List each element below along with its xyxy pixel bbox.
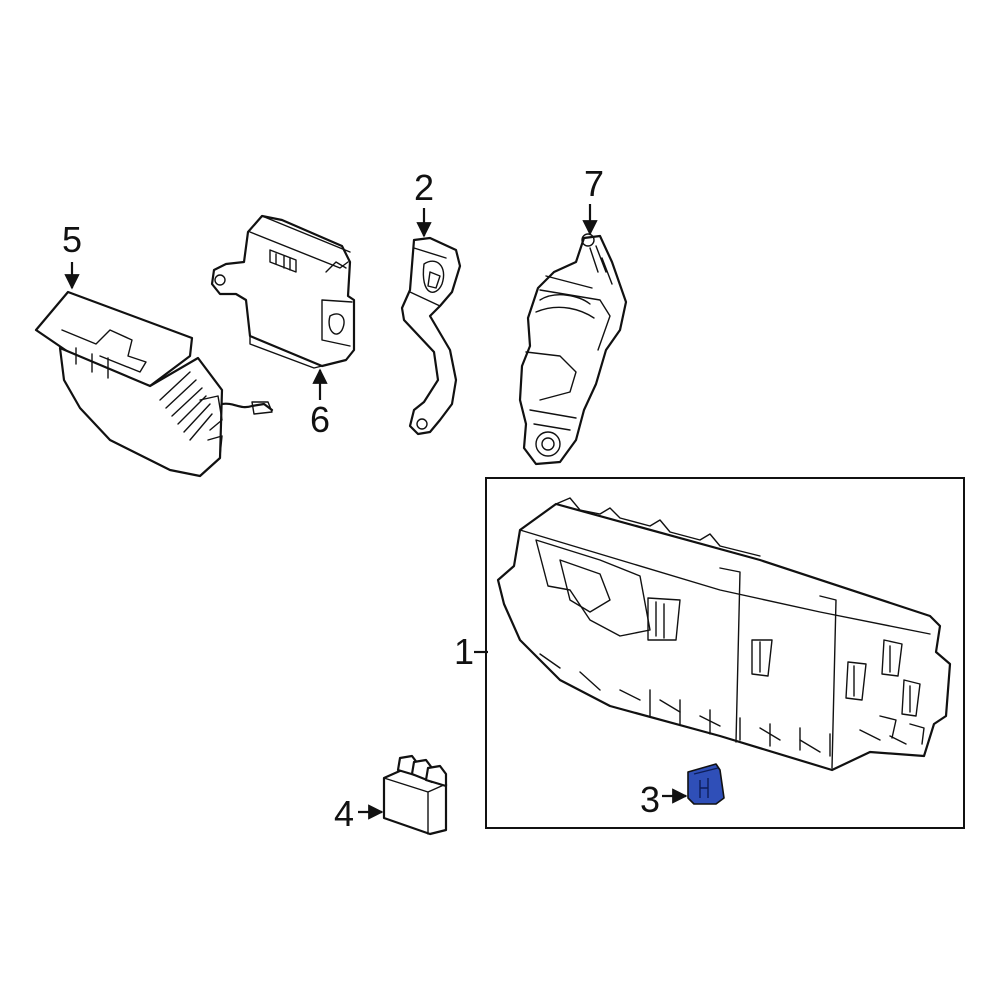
callout-5: 5 [62,219,82,260]
part-4-relay[interactable] [382,754,448,836]
part-7-switch-assembly[interactable] [518,233,628,466]
part-6-control-module[interactable] [210,214,356,369]
callout-1: 1 [454,631,474,672]
callout-7: 7 [584,163,604,204]
part-1-fuse-box[interactable] [496,497,952,772]
callout-6: 6 [310,399,330,440]
part-5-housing[interactable] [34,290,274,478]
part-3-relay-highlighted[interactable] [687,763,725,805]
callout-2: 2 [414,167,434,208]
part-2-bracket[interactable] [400,236,462,436]
callout-3: 3 [640,779,660,820]
callout-4: 4 [334,793,354,834]
